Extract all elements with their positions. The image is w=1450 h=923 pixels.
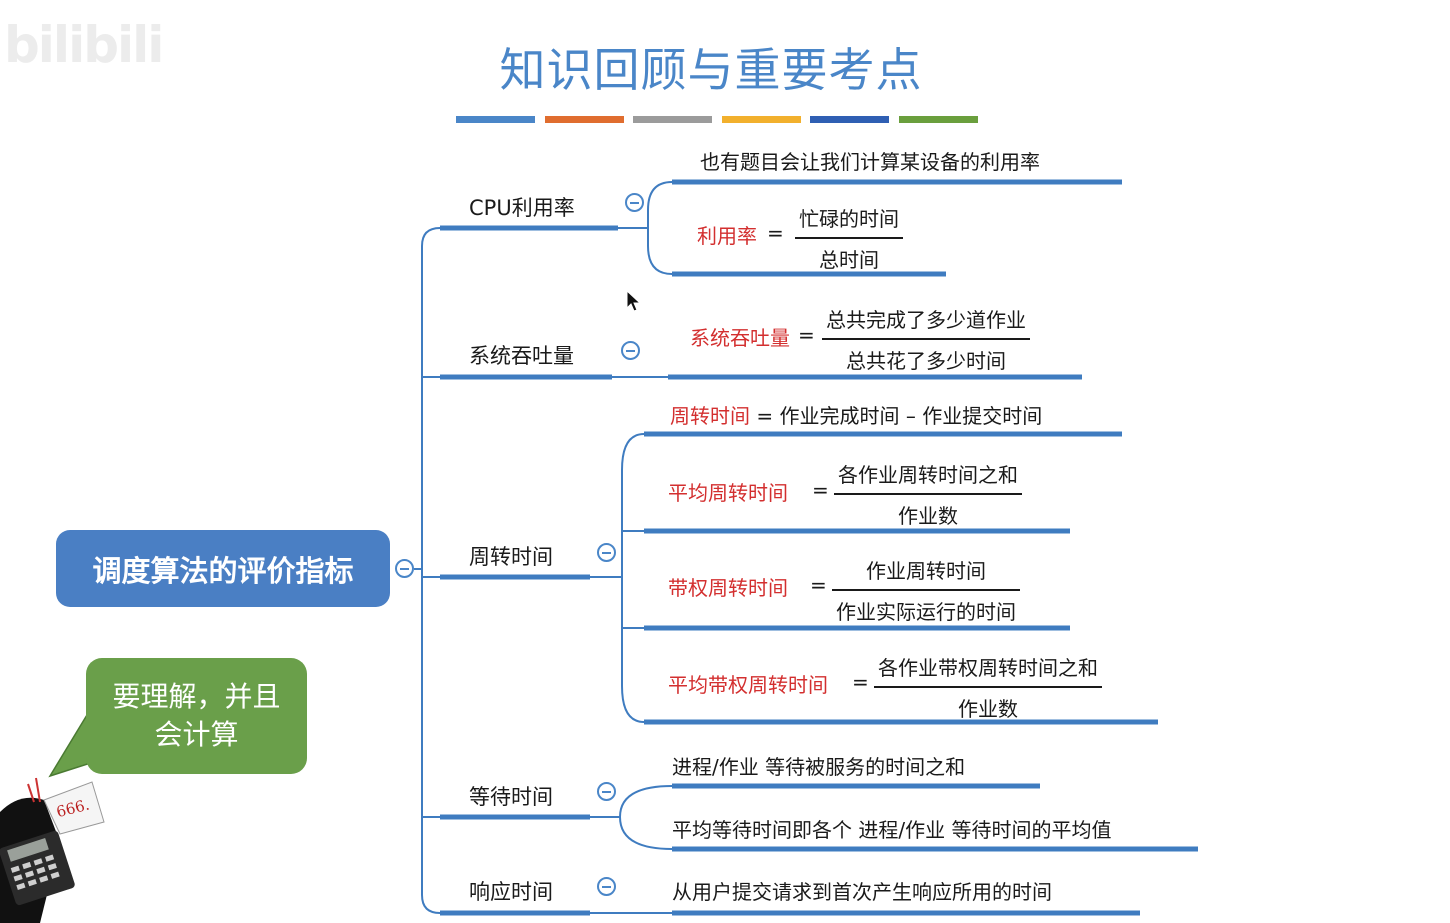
branch-throughput-label[interactable]: 系统吞吐量 (469, 344, 574, 368)
note-bubble: 要理解，并且会计算 (86, 658, 307, 774)
mouse-cursor-icon (626, 290, 642, 312)
connector-waiting-sub (590, 785, 673, 850)
branch-waiting-label[interactable]: 等待时间 (469, 785, 553, 809)
turnaround-f4-fraction: 各作业带权周转时间之和 作业数 (874, 652, 1102, 722)
turnaround-f2-denominator: 作业数 (898, 503, 958, 528)
turnaround-f4-denominator: 作业数 (958, 696, 1018, 721)
connector-turnaround-sub (590, 433, 645, 723)
fraction-bar (795, 237, 903, 239)
turnaround-f1-lhs: 周转时间 (670, 404, 750, 428)
collapse-icon-cpu[interactable] (625, 193, 644, 212)
turnaround-f3-eq: = (810, 573, 827, 597)
cpu-note-text: 也有题目会让我们计算某设备的利用率 (700, 150, 1040, 174)
turnaround-f1: 周转时间 = 作业完成时间 – 作业提交时间 (670, 400, 1042, 429)
turnaround-f2-fraction: 各作业周转时间之和 作业数 (834, 459, 1022, 529)
collapse-icon-turnaround[interactable] (597, 543, 616, 562)
title-color-bar (721, 116, 801, 123)
fraction-bar (822, 338, 1030, 340)
fraction-bar (832, 589, 1020, 591)
cpu-formula-numerator: 忙碌的时间 (799, 207, 899, 231)
cpu-formula-fraction: 忙碌的时间 总时间 (795, 203, 903, 273)
collapse-icon-root[interactable] (395, 559, 414, 578)
title-color-bar (544, 116, 624, 123)
root-node[interactable]: 调度算法的评价指标 (56, 530, 390, 607)
throughput-formula-fraction: 总共完成了多少道作业 总共花了多少时间 (822, 304, 1030, 374)
waiting-leaf2: 平均等待时间即各个 进程/作业 等待时间的平均值 (672, 818, 1112, 842)
turnaround-f4-lhs: 平均带权周转时间 (668, 673, 828, 697)
branch-response-label[interactable]: 响应时间 (469, 880, 553, 904)
throughput-formula-eq: = (798, 323, 815, 347)
page-title: 知识回顾与重要考点 (499, 43, 923, 97)
fraction-bar (874, 686, 1102, 688)
collapse-icon-throughput[interactable] (621, 341, 640, 360)
turnaround-f4-numerator: 各作业带权周转时间之和 (878, 656, 1098, 680)
collapse-icon-response[interactable] (597, 877, 616, 896)
connector-trunk (421, 227, 441, 914)
calculator-figure-icon: 666. (0, 777, 105, 923)
cpu-formula-denominator: 总时间 (819, 247, 879, 272)
cpu-formula-eq: = (767, 221, 784, 245)
throughput-formula-numerator: 总共完成了多少道作业 (826, 308, 1026, 332)
waiting-leaf1: 进程/作业 等待被服务的时间之和 (672, 755, 966, 779)
throughput-formula-denominator: 总共花了多少时间 (846, 348, 1006, 373)
response-leaf1: 从用户提交请求到首次产生响应所用的时间 (672, 880, 1052, 904)
watermark-logo: bilibili (4, 16, 164, 74)
turnaround-f3-fraction: 作业周转时间 作业实际运行的时间 (832, 555, 1020, 625)
cpu-formula-lhs: 利用率 (697, 224, 757, 248)
title-color-bar (633, 116, 712, 123)
turnaround-f2-eq: = (812, 478, 829, 502)
turnaround-f4-eq: = (852, 670, 869, 694)
branch-turnaround-label[interactable]: 周转时间 (469, 545, 553, 569)
title-color-bar (898, 116, 978, 123)
title-color-bar (456, 116, 535, 123)
connector-cpu-sub (618, 181, 673, 275)
turnaround-f3-numerator: 作业周转时间 (866, 559, 986, 583)
turnaround-f1-rhs: = 作业完成时间 – 作业提交时间 (756, 404, 1043, 428)
throughput-formula-lhs: 系统吞吐量 (690, 326, 790, 350)
title-color-bar (810, 116, 889, 123)
turnaround-f3-lhs: 带权周转时间 (668, 576, 788, 600)
branch-cpu-label[interactable]: CPU利用率 (469, 196, 575, 220)
turnaround-f2-numerator: 各作业周转时间之和 (838, 463, 1018, 487)
collapse-icon-waiting[interactable] (597, 782, 616, 801)
turnaround-f3-denominator: 作业实际运行的时间 (836, 599, 1016, 624)
turnaround-f2-lhs: 平均周转时间 (668, 481, 788, 505)
fraction-bar (834, 493, 1022, 495)
